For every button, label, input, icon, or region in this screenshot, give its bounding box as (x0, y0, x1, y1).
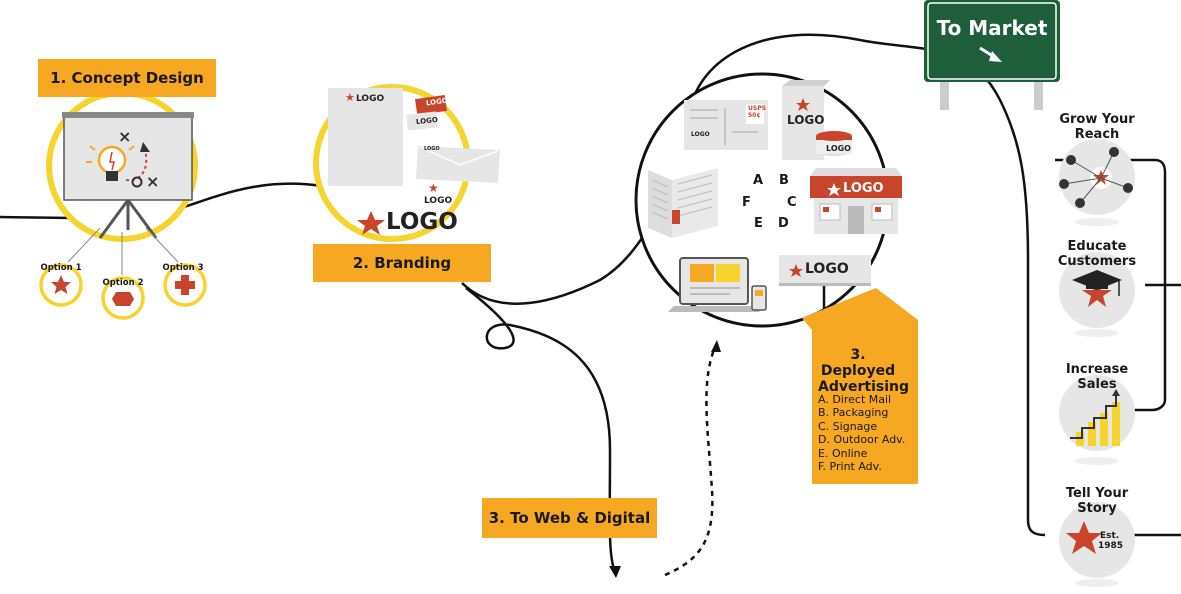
stamp-text-2: 50¢ (748, 112, 761, 119)
dotted-online-path (664, 344, 718, 577)
tell-story-group (1059, 502, 1135, 587)
hexagon-icon (112, 292, 134, 306)
deployed-item: E. Online (818, 446, 868, 460)
deployed-item: F. Print Adv. (818, 460, 882, 474)
billboard-logo: LOGO (805, 261, 849, 277)
educate-group (1059, 252, 1135, 337)
benefit-sales-line1: Increase (1065, 362, 1129, 377)
increase-sales-group (1059, 375, 1135, 465)
journey-path-loop (461, 33, 1046, 537)
deployed-item: D. Outdoor Adv. (818, 433, 906, 447)
to-market-sign (924, 0, 1060, 82)
grow-reach-group (1059, 139, 1135, 226)
letter-f: F (742, 195, 751, 210)
benefit-educate-line1: Educate (1067, 239, 1127, 254)
benefit-grow-line1: Grow Your (1059, 112, 1135, 127)
letter-c: C (787, 195, 797, 210)
benefit-educate-line2: Customers (1057, 254, 1137, 269)
letterhead-logo: LOGO (356, 94, 385, 104)
bar-chart-icon (1070, 389, 1120, 446)
benefits-connector (1055, 158, 1181, 537)
letter-d: D (778, 216, 789, 231)
plus-icon (175, 275, 195, 295)
lightbulb-icon (86, 145, 135, 181)
benefit-story-line2: Story (1077, 501, 1117, 516)
benefit-story-line1: Tell Your (1065, 486, 1129, 501)
graduation-cap-icon (1072, 270, 1122, 296)
step-concept-label: 1. Concept Design (38, 59, 216, 97)
presentation-board (63, 114, 193, 201)
branch-arrowhead (609, 566, 621, 578)
letter-a: A (753, 173, 764, 188)
newspaper (648, 170, 672, 238)
deployed-title: 3. Deployed Advertising (818, 347, 909, 395)
deployed-item: B. Packaging (818, 406, 889, 420)
business-card (406, 111, 438, 131)
person-icon (1059, 147, 1133, 208)
deployed-item: C. Signage (818, 419, 878, 433)
letter-e: E (754, 216, 763, 231)
envelope-logo: LOGO (424, 196, 453, 206)
badge-year: 1985 (1098, 541, 1124, 551)
svg-text:×: × (146, 172, 159, 191)
deployed-item: A. Direct Mail (818, 393, 892, 406)
badge-est: Est. (1100, 531, 1120, 541)
step-web-label: 3. To Web & Digital (482, 498, 657, 538)
deployed-callout (802, 288, 918, 484)
envelope-logo-small: LOGO (424, 146, 440, 152)
dotted-arrowhead (711, 340, 721, 352)
phone-icon (751, 285, 767, 311)
to-market-text: To Market (936, 16, 1048, 40)
deployed-list: A. Direct Mail B. Packaging C. Signage D… (818, 393, 918, 473)
step-branding-label: 2. Branding (313, 244, 491, 282)
laptop-icon (668, 257, 760, 312)
business-card-red (415, 94, 447, 116)
star-icon (51, 275, 71, 294)
store-logo: LOGO (843, 181, 884, 196)
letter-b: B (779, 173, 789, 188)
envelope-star: ★ (428, 181, 439, 195)
option-1-label: Option 1 (40, 263, 82, 273)
option-2-label: Option 2 (102, 278, 144, 288)
jar-logo: LOGO (826, 144, 851, 153)
box-logo: LOGO (787, 113, 825, 127)
benefit-grow-line2: Reach (1074, 127, 1120, 142)
benefit-sales-line2: Sales (1077, 377, 1117, 392)
postcard-logo: LOGO (691, 131, 710, 138)
storefront-icon (810, 168, 902, 234)
arrow-icon (979, 46, 1002, 62)
stamp-text-1: USPS (748, 105, 766, 112)
letterhead (328, 88, 403, 186)
brand-logo-main: LOGO (386, 209, 458, 235)
play-arrow-dotted (125, 149, 148, 182)
letterhead-star: ★ (345, 91, 355, 104)
option-3-label: Option 3 (162, 263, 204, 273)
brand-logo-star (357, 211, 385, 235)
svg-text:×: × (118, 127, 131, 146)
